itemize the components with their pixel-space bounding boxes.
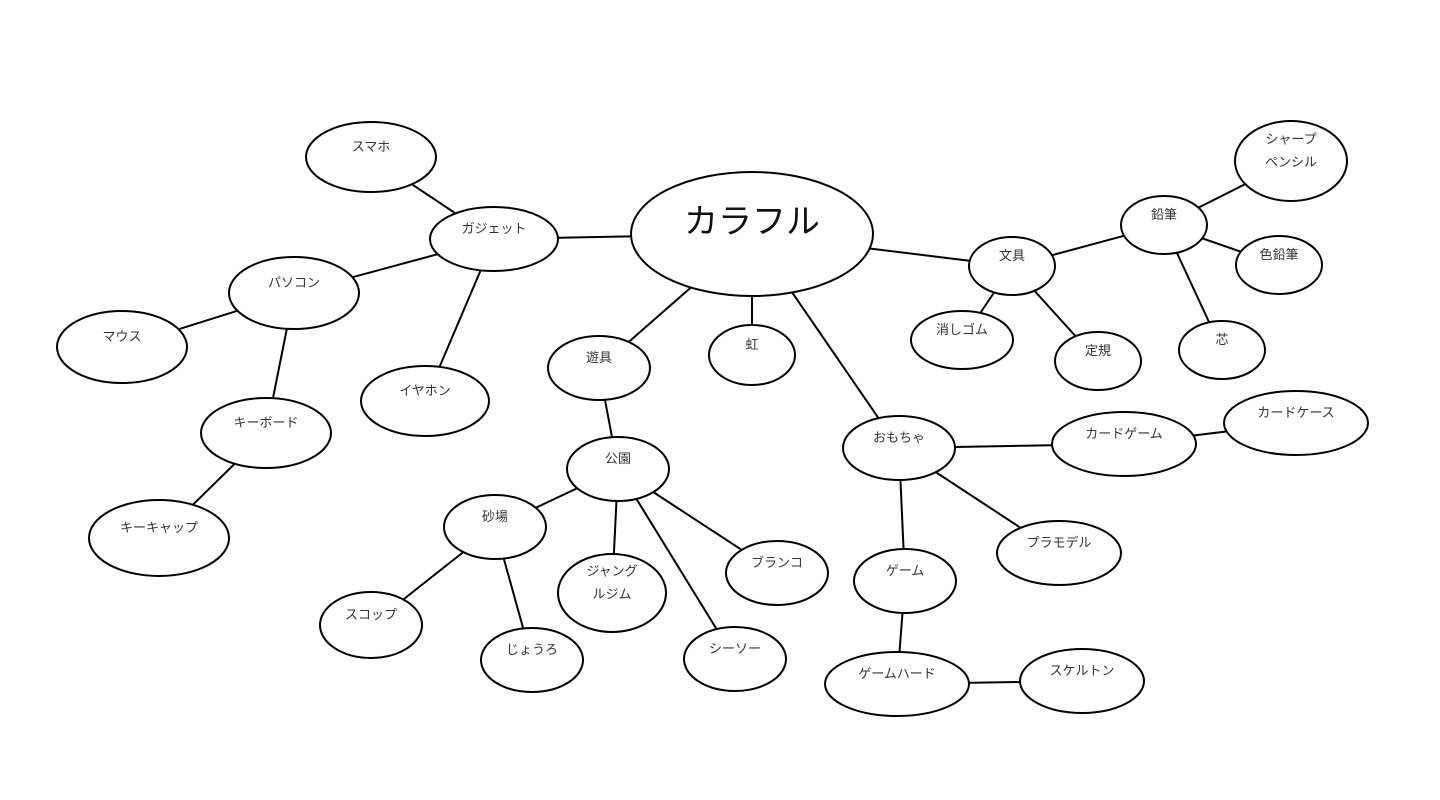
node-ellipse: [708, 324, 796, 386]
node-label: パソコン: [268, 276, 320, 291]
node-gamehard[interactable]: ゲームハード: [824, 651, 970, 717]
node-koen[interactable]: 公園: [566, 436, 670, 502]
node-ellipse: [228, 256, 360, 330]
node-label: ルジム: [592, 588, 631, 603]
node-plamodel[interactable]: プラモデル: [996, 520, 1122, 586]
node-jougi[interactable]: 定規: [1054, 331, 1142, 391]
node-ellipse: [683, 626, 787, 692]
node-ellipse: [1019, 648, 1145, 714]
node-earphone[interactable]: イヤホン: [360, 365, 490, 437]
node-label: カードケース: [1257, 406, 1334, 421]
node-label: 公園: [605, 452, 631, 467]
node-label: 虹: [745, 338, 758, 353]
node-smaho[interactable]: スマホ: [305, 121, 437, 193]
node-ellipse: [56, 310, 188, 384]
node-omocha[interactable]: おもちゃ: [842, 415, 956, 481]
node-ellipse: [968, 236, 1056, 296]
node-cardgame[interactable]: カードゲーム: [1051, 411, 1197, 477]
node-label: 定規: [1085, 344, 1111, 359]
node-label: ゲームハード: [858, 667, 936, 682]
node-gadget[interactable]: ガジェット: [429, 206, 559, 272]
node-ellipse: [910, 310, 1014, 370]
node-ellipse: [319, 591, 423, 659]
node-ellipse: [1223, 390, 1369, 456]
node-bungu[interactable]: 文具: [968, 236, 1056, 296]
node-label: 芯: [1215, 333, 1228, 348]
node-ellipse: [725, 540, 829, 606]
node-label: キーボード: [233, 416, 298, 431]
node-label: スコップ: [345, 608, 397, 623]
node-seesaw[interactable]: シーソー: [683, 626, 787, 692]
node-ellipse: [1120, 195, 1208, 255]
node-skeleton[interactable]: スケルトン: [1019, 648, 1145, 714]
node-root[interactable]: カラフル: [630, 171, 874, 297]
node-label: スケルトン: [1049, 664, 1114, 679]
node-label: ペンシル: [1265, 156, 1317, 171]
node-keycap[interactable]: キーキャップ: [88, 499, 230, 577]
node-ellipse: [547, 335, 651, 401]
node-label: シーソー: [709, 642, 761, 657]
node-keshigomu[interactable]: 消しゴム: [910, 310, 1014, 370]
node-label: 砂場: [482, 510, 508, 525]
node-ellipse: [1235, 235, 1323, 295]
node-label: ガジェット: [461, 222, 526, 237]
node-ellipse: [557, 553, 667, 633]
node-label: ジャング: [586, 565, 637, 580]
node-label: じょうろ: [506, 643, 558, 658]
node-label: カードゲーム: [1085, 427, 1163, 442]
node-label: 色鉛筆: [1259, 247, 1298, 263]
node-ellipse: [1054, 331, 1142, 391]
node-ellipse: [1234, 120, 1348, 202]
edge-koen-seesaw: [617, 468, 736, 660]
node-label: 文具: [999, 249, 1025, 264]
node-ellipse: [824, 651, 970, 717]
node-sunaba[interactable]: 砂場: [443, 494, 547, 560]
node-label: ゲーム: [886, 564, 925, 579]
node-ellipse: [1051, 411, 1197, 477]
node-label: マウス: [102, 330, 141, 345]
node-ellipse: [630, 171, 874, 297]
node-buranko[interactable]: ブランコ: [725, 540, 829, 606]
node-shin[interactable]: 芯: [1178, 320, 1266, 380]
node-cardcase[interactable]: カードケース: [1223, 390, 1369, 456]
node-scoop[interactable]: スコップ: [319, 591, 423, 659]
node-label: シャープ: [1265, 133, 1316, 148]
node-game[interactable]: ゲーム: [853, 548, 957, 614]
node-jouro[interactable]: じょうろ: [480, 627, 584, 693]
node-label: カラフル: [684, 202, 820, 242]
node-niji[interactable]: 虹: [708, 324, 796, 386]
node-label: プラモデル: [1026, 535, 1091, 551]
node-ellipse: [443, 494, 547, 560]
node-ellipse: [360, 365, 490, 437]
node-label: 消しゴム: [936, 322, 988, 338]
node-yugu[interactable]: 遊具: [547, 335, 651, 401]
node-pasokon[interactable]: パソコン: [228, 256, 360, 330]
node-ellipse: [305, 121, 437, 193]
node-label: キーキャップ: [120, 521, 198, 536]
node-ellipse: [88, 499, 230, 577]
node-mouse[interactable]: マウス: [56, 310, 188, 384]
node-ellipse: [1178, 320, 1266, 380]
node-ellipse: [853, 548, 957, 614]
node-label: ブランコ: [751, 555, 803, 571]
node-ellipse: [429, 206, 559, 272]
node-ellipse: [996, 520, 1122, 586]
node-label: おもちゃ: [873, 431, 925, 446]
node-enpitsu[interactable]: 鉛筆: [1120, 195, 1208, 255]
node-label: イヤホン: [399, 384, 451, 399]
node-ellipse: [842, 415, 956, 481]
node-label: スマホ: [352, 140, 391, 155]
node-keyboard[interactable]: キーボード: [200, 397, 332, 469]
node-iroenpitsu[interactable]: 色鉛筆: [1235, 235, 1323, 295]
node-label: 遊具: [586, 351, 612, 366]
node-ellipse: [200, 397, 332, 469]
node-label: 鉛筆: [1151, 208, 1177, 223]
node-ellipse: [480, 627, 584, 693]
node-ellipse: [566, 436, 670, 502]
